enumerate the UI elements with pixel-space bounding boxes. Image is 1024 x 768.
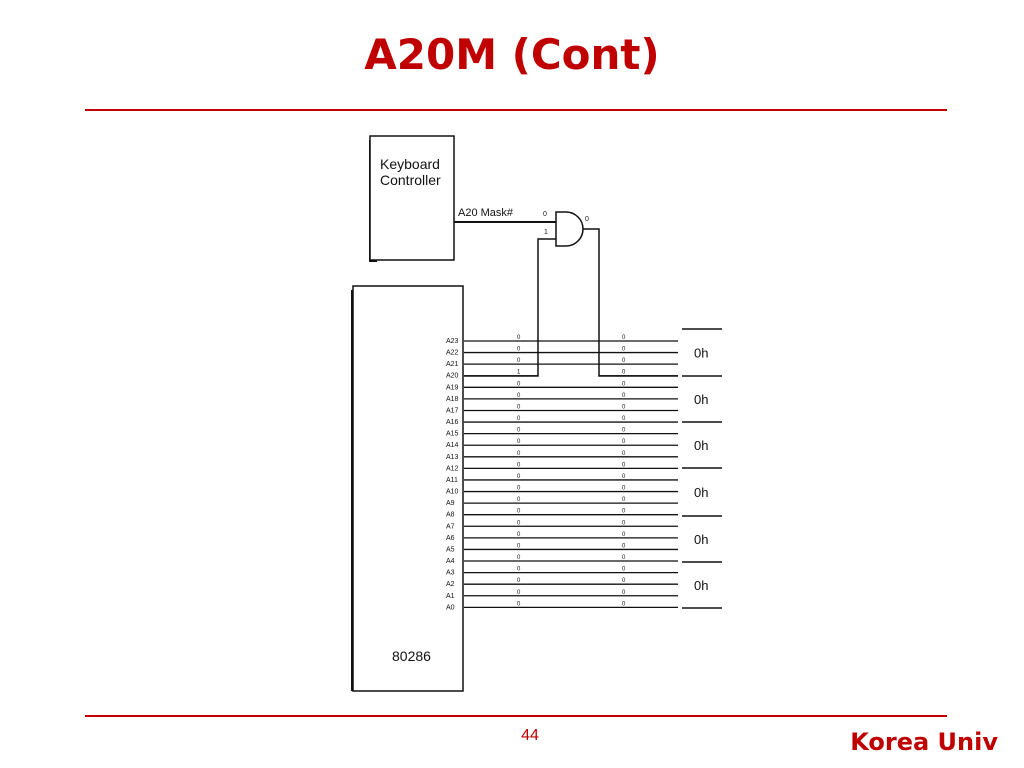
keyboard-controller-label-line1: Keyboard	[380, 156, 440, 172]
address-line-in-value: 0	[517, 555, 521, 561]
address-line-name-a14: A14	[446, 442, 459, 449]
mask-signal-label: A20 Mask#	[458, 207, 514, 219]
address-line-out-value: 0	[622, 474, 626, 480]
footer-divider	[85, 715, 947, 717]
cpu-label: 80286	[392, 648, 431, 664]
address-line-in-value: 0	[517, 439, 521, 445]
address-line-out-value: 0	[622, 555, 626, 561]
a20-to-gate-wire	[464, 238, 556, 377]
hex-group-label: 0h	[694, 578, 708, 593]
address-line-name-a13: A13	[446, 454, 459, 461]
address-line-in-value: 0	[517, 416, 521, 422]
address-line-in-value: 0	[517, 486, 521, 492]
address-line-in-value: 0	[517, 567, 521, 573]
address-line-name-a6: A6	[446, 535, 455, 542]
address-line-out-value: 0	[622, 497, 626, 503]
address-line-out-value: 0	[622, 358, 626, 364]
address-line-name-a10: A10	[446, 489, 459, 496]
slide-title: A20M (Cont)	[364, 30, 660, 79]
address-line-in-value: 0	[517, 543, 521, 549]
page-number: 44	[521, 727, 539, 744]
address-line-out-value: 0	[622, 335, 626, 341]
address-line-out-value: 0	[622, 567, 626, 573]
address-line-name-a8: A8	[446, 512, 455, 519]
address-line-name-a19: A19	[446, 384, 459, 391]
address-line-out-value: 0	[622, 428, 626, 434]
address-line-in-value: 0	[517, 474, 521, 480]
address-line-in-value: 1	[517, 370, 521, 376]
hex-group-label: 0h	[694, 438, 708, 453]
address-line-in-value: 0	[517, 451, 521, 457]
hex-group-label: 0h	[694, 346, 708, 361]
address-line-name-a9: A9	[446, 500, 455, 507]
address-line-in-value: 0	[517, 532, 521, 538]
address-line-out-value: 0	[622, 590, 626, 596]
address-line-name-a5: A5	[446, 546, 455, 553]
address-line-in-value: 0	[517, 520, 521, 526]
hex-group-label: 0h	[694, 392, 708, 407]
keyboard-controller-label-line2: Controller	[380, 172, 441, 188]
address-line-out-value: 0	[622, 381, 626, 387]
address-line-out-value: 0	[622, 439, 626, 445]
hex-group-label: 0h	[694, 485, 708, 500]
address-line-name-a20: A20	[446, 373, 459, 380]
address-line-in-value: 0	[517, 497, 521, 503]
address-line-name-a12: A12	[446, 465, 459, 472]
address-line-in-value: 0	[517, 381, 521, 387]
address-line-in-value: 0	[517, 404, 521, 410]
gate-output-value: 0	[585, 216, 589, 223]
address-line-out-value: 0	[622, 370, 626, 376]
address-line-name-a11: A11	[446, 477, 458, 484]
address-line-out-value: 0	[622, 486, 626, 492]
address-line-name-a1: A1	[446, 593, 455, 600]
hex-group-label: 0h	[694, 532, 708, 547]
address-line-in-value: 0	[517, 358, 521, 364]
address-line-in-value: 0	[517, 335, 521, 341]
address-line-in-value: 0	[517, 509, 521, 515]
address-line-out-value: 0	[622, 462, 626, 468]
address-line-out-value: 0	[622, 509, 626, 515]
address-line-out-value: 0	[622, 393, 626, 399]
address-line-out-value: 0	[622, 451, 626, 457]
address-line-name-a23: A23	[446, 338, 459, 345]
gate-output-wire	[583, 228, 678, 377]
gate-input-bottom-value: 1	[544, 229, 548, 236]
address-line-name-a18: A18	[446, 396, 459, 403]
address-line-out-value: 0	[622, 578, 626, 584]
address-line-name-a17: A17	[446, 407, 459, 414]
address-line-in-value: 0	[517, 347, 521, 353]
title-divider	[85, 109, 947, 111]
address-line-out-value: 0	[622, 404, 626, 410]
address-line-out-value: 0	[622, 601, 626, 607]
address-line-in-value: 0	[517, 578, 521, 584]
address-line-name-a2: A2	[446, 581, 455, 588]
and-gate	[555, 211, 584, 247]
gate-input-top-value: 0	[543, 211, 547, 218]
address-line-name-a16: A16	[446, 419, 459, 426]
address-line-name-a21: A21	[446, 361, 459, 368]
address-line-name-a7: A7	[446, 523, 455, 530]
footer-brand: Korea Univ	[850, 728, 998, 756]
address-line-out-value: 0	[622, 416, 626, 422]
cpu-box	[352, 285, 464, 692]
hex-groups: 0h 0h 0h 0h 0h 0h	[682, 328, 722, 609]
keyboard-controller-box	[369, 135, 455, 261]
address-line-out-value: 0	[622, 347, 626, 353]
address-line-in-value: 0	[517, 393, 521, 399]
address-line-in-value: 0	[517, 601, 521, 607]
address-line-name-a0: A0	[446, 604, 455, 611]
address-line-name-a15: A15	[446, 431, 459, 438]
address-line-name-a22: A22	[446, 350, 459, 357]
address-line-in-value: 0	[517, 590, 521, 596]
address-line-out-value: 0	[622, 543, 626, 549]
address-line-name-a3: A3	[446, 570, 455, 577]
address-line-name-a4: A4	[446, 558, 455, 565]
address-line-out-value: 0	[622, 520, 626, 526]
address-line-in-value: 0	[517, 428, 521, 434]
address-line-in-value: 0	[517, 462, 521, 468]
address-line-out-value: 0	[622, 532, 626, 538]
